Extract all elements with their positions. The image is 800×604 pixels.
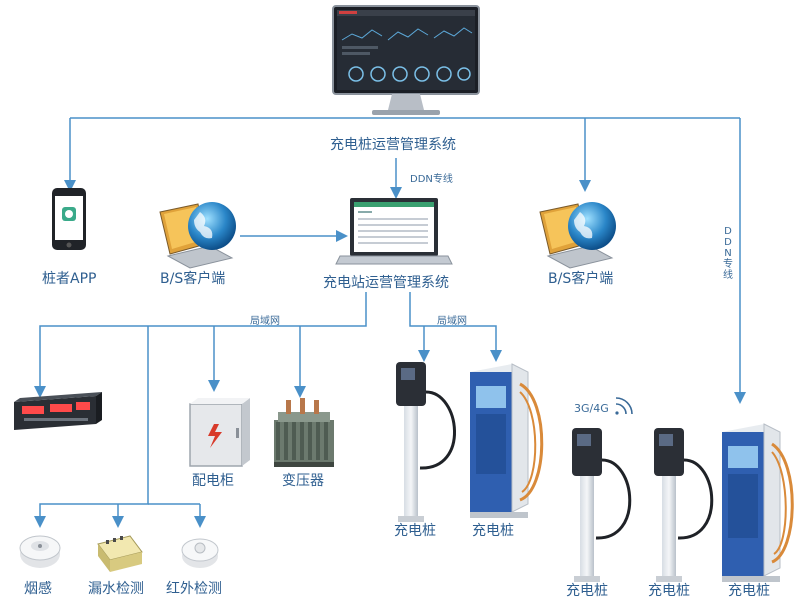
- ddn-line-label-2: DDN专线: [723, 226, 733, 281]
- wifi-icon: [615, 397, 633, 415]
- charger-label-5: 充电桩: [728, 583, 770, 599]
- smoke-sensor-icon: [19, 535, 61, 568]
- bs-client-left-label: B/S客户端: [160, 271, 226, 287]
- lan-label-2: 局域网: [437, 316, 467, 327]
- leak-sensor-icon: [97, 535, 143, 572]
- wall-charger-icon-1: [396, 362, 456, 522]
- cabinet-icon: [189, 398, 250, 467]
- central-system-label: 充电桩运营管理系统: [330, 137, 456, 153]
- charger-label-2: 充电桩: [472, 523, 514, 539]
- meter-icon: [14, 392, 102, 430]
- smoke-sensor-label: 烟感: [24, 581, 52, 597]
- charger-label-3: 充电桩: [566, 583, 608, 599]
- dc-charger-icon-2: [722, 423, 794, 582]
- laptop-globe-icon-left: [159, 202, 236, 269]
- monitor-icon: [332, 5, 480, 115]
- station-system-label: 充电站运营管理系统: [323, 275, 449, 291]
- laptop-globe-icon-right: [539, 202, 616, 269]
- laptop-icon: [335, 198, 453, 265]
- connection-lines: [34, 117, 746, 528]
- charger-label-4: 充电桩: [648, 583, 690, 599]
- transformer-icon: [274, 398, 334, 467]
- wall-charger-icon-2: [572, 428, 632, 582]
- transformer-label: 变压器: [282, 473, 324, 489]
- ddn-line-label-1: DDN专线: [410, 174, 453, 185]
- bs-client-right-label: B/S客户端: [548, 271, 614, 287]
- leak-detection-label: 漏水检测: [88, 581, 144, 597]
- infrared-sensor-icon: [181, 538, 219, 568]
- pile-app-label: 桩者APP: [42, 271, 97, 287]
- phone-icon: [52, 188, 86, 250]
- infrared-detection-label: 红外检测: [166, 581, 222, 597]
- wall-charger-icon-3: [654, 428, 714, 582]
- network-label: 3G/4G: [574, 402, 609, 415]
- distribution-cabinet-label: 配电柜: [192, 473, 234, 489]
- charger-label-1: 充电桩: [394, 523, 436, 539]
- dc-charger-icon-1: [470, 363, 544, 518]
- lan-label-1: 局域网: [250, 316, 280, 327]
